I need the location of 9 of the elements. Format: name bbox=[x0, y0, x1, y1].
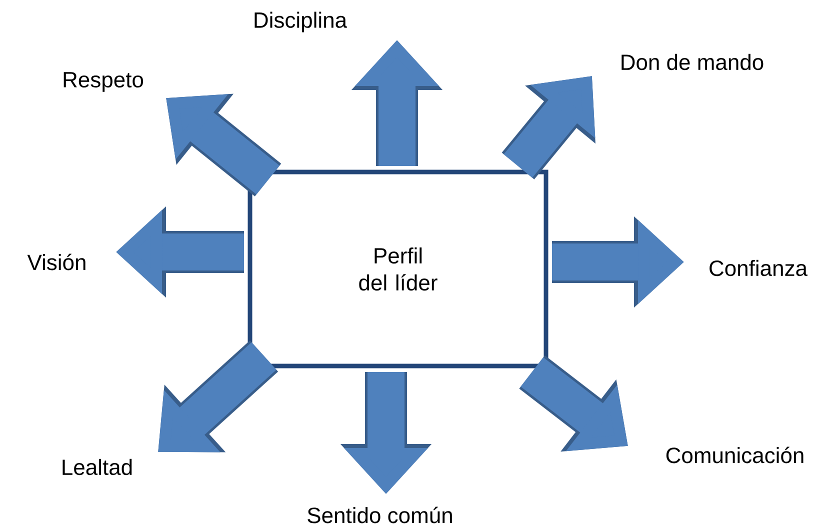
trait-label: Respeto bbox=[64, 72, 144, 92]
trait-label: Confianza bbox=[710, 260, 808, 276]
trait-label: Visión bbox=[27, 254, 86, 270]
trait-label: Comunicación bbox=[666, 446, 804, 464]
trait-label: Don de mando bbox=[622, 54, 764, 70]
profile-box: Perfil del líder bbox=[248, 170, 548, 368]
trait-label: Lealtad bbox=[62, 458, 132, 476]
trait-label: Disciplina bbox=[254, 12, 348, 32]
trait-label: Sentido común bbox=[308, 506, 452, 524]
